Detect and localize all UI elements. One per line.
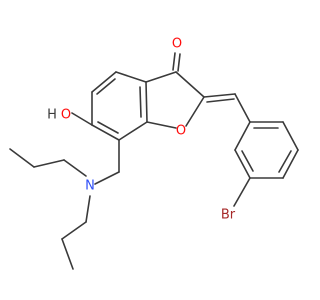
atom-label-layer: O O H O N Br: [47, 37, 236, 223]
bond-n-propyl2-a: [85, 195, 91, 223]
bond-c4-c5: [91, 71, 117, 93]
bond-c3-c2: [175, 71, 205, 98]
bond-c2-o1: [185, 96, 205, 127]
bond-ch2-n: [94, 171, 120, 185]
atom-label-carbonyl-oxygen: O: [172, 37, 182, 52]
bond-n-propyl1-a: [63, 159, 87, 177]
bond-propyl2-b: [61, 221, 87, 240]
bond-aryl-br: [233, 177, 251, 207]
bond-ch-aryl: [234, 93, 251, 123]
bond-aryl-5-6-inner: [241, 150, 254, 172]
bond-c3a-c4: [115, 71, 147, 83]
bond-exocyclic-double-b: [206, 98, 235, 103]
bond-exocyclic-double-a: [203, 93, 236, 98]
bond-aryl-6-1: [234, 121, 251, 151]
bond-aryl-5-6: [234, 149, 251, 179]
bond-c6-c7-inner: [97, 121, 119, 134]
atom-label-hydroxyl-oxygen: O: [61, 108, 71, 123]
bond-propyl1-c: [9, 148, 35, 168]
molecule-structure-canvas: O O H O N Br: [9, 37, 299, 270]
bond-o1-c7a: [146, 121, 177, 129]
bond-aryl-3-4: [282, 149, 299, 179]
bond-carbonyl-double-b: [177, 53, 181, 72]
bond-c6-oh: [71, 112, 93, 126]
bond-aryl-2-3: [282, 121, 299, 151]
bond-c7-c7a: [118, 121, 148, 141]
atom-label-ring-oxygen: O: [176, 124, 186, 139]
bond-layer: [9, 52, 299, 270]
bond-c4-c5-inner: [96, 78, 116, 95]
bond-c6-c7: [91, 124, 120, 141]
bond-propyl1-b: [33, 159, 65, 168]
bond-carbonyl-double-a: [172, 52, 176, 71]
bond-propyl2-c: [61, 238, 74, 270]
atom-label-nitrogen: N: [85, 179, 95, 194]
bond-c3a-c7a: [145, 81, 148, 123]
bond-aryl-3-4-inner: [278, 150, 292, 173]
bond-c3a-c7a-inner: [139, 86, 142, 118]
atom-label-hydroxyl-hydrogen: H: [47, 108, 57, 123]
atom-label-bromine: Br: [221, 208, 236, 223]
bond-c3-c3a: [145, 71, 177, 83]
